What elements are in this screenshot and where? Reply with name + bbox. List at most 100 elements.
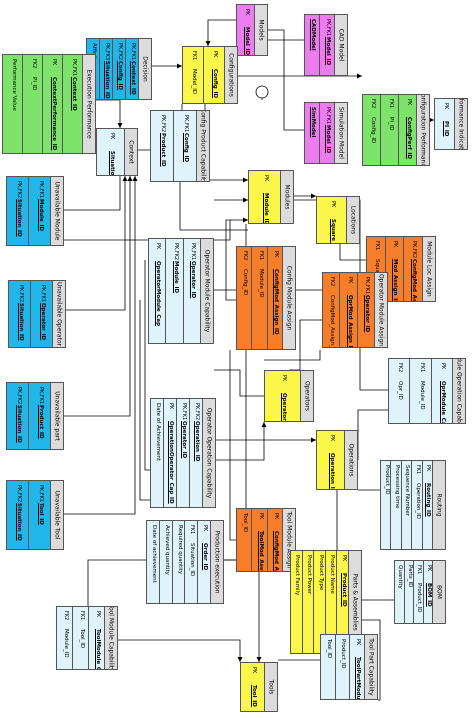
attribute-key: PK [262, 175, 269, 182]
entity-title: Unavailable Tool [53, 490, 61, 540]
attribute-key: PK [346, 277, 353, 284]
attribute-key: PK [243, 9, 250, 16]
attribute-name: Context_ID [70, 77, 77, 111]
attribute-name: CADModel [310, 19, 316, 51]
relationship-line [264, 350, 321, 361]
relationship-line [139, 300, 150, 501]
attribute-name: ContextPerformance_ID [50, 77, 57, 151]
attribute-name: Situation_ID [15, 199, 22, 237]
attribute-name: ToolModule_Cap_ID [94, 629, 101, 670]
relationship-line [96, 99, 121, 128]
attribute-key: PK,FK1 [130, 43, 136, 61]
attribute-key: PK [50, 59, 57, 66]
attribute-name: Model_ID [325, 125, 331, 154]
arrowhead [122, 176, 128, 181]
entity-title: Routing [435, 493, 443, 517]
attribute-column: Product Name [324, 551, 337, 653]
attribute-name: Date of achievement [150, 525, 157, 583]
entity-title-bar: Module Loc Assign [423, 236, 436, 302]
arrowhead [237, 657, 243, 662]
attribute-name: Tool_ID [37, 503, 44, 525]
entity-title-bar: Tools [265, 662, 278, 712]
attribute-name: Tool_ID [250, 685, 257, 707]
relationship-line [357, 409, 388, 460]
attribute-name: Situation_ID [108, 151, 115, 176]
attribute-column: Quantity [395, 561, 404, 623]
entity-title-bar: Configurations [225, 46, 238, 104]
entity-title-bar: Operator Operation Capability [203, 398, 216, 508]
entity-title: Operators [303, 381, 311, 411]
arrowhead [117, 123, 123, 128]
attribute-name: Product_ID [416, 583, 423, 613]
attribute-key: PK [425, 465, 432, 472]
attribute-key: PK,FK1 [37, 485, 44, 503]
attribute-key: PK [340, 555, 347, 562]
attribute-name: Mod_Assign_ID [392, 259, 399, 302]
arrowhead [205, 41, 211, 46]
attribute-name: ConfigMod_Assign_ID [411, 259, 418, 302]
entity-title-bar: Unavailable part [51, 382, 64, 450]
arrowhead [132, 176, 138, 181]
attribute-key: PK [155, 243, 162, 250]
entity-title-bar: Routing [433, 460, 446, 550]
attribute-name: Square_ID [329, 219, 336, 244]
relationship-line [216, 422, 265, 461]
entity-title-bar: Configuration Performance [417, 94, 430, 166]
attribute-name: Config_ID [212, 69, 218, 99]
attribute-name: Model_ID [191, 69, 197, 95]
entity-title: Config Module Assign [285, 265, 293, 331]
entity-title-bar: Unavailable Tool [51, 480, 64, 550]
entity-title: Simulation Model [337, 107, 345, 159]
entity-title-bar: Operators [301, 370, 314, 422]
attribute-name: BOM_ID [425, 583, 432, 607]
attribute-key: PK,FK1 [189, 243, 196, 261]
attribute-name: Product Family [294, 555, 301, 596]
entity-title-bar: Operator Module Assign [375, 272, 388, 348]
